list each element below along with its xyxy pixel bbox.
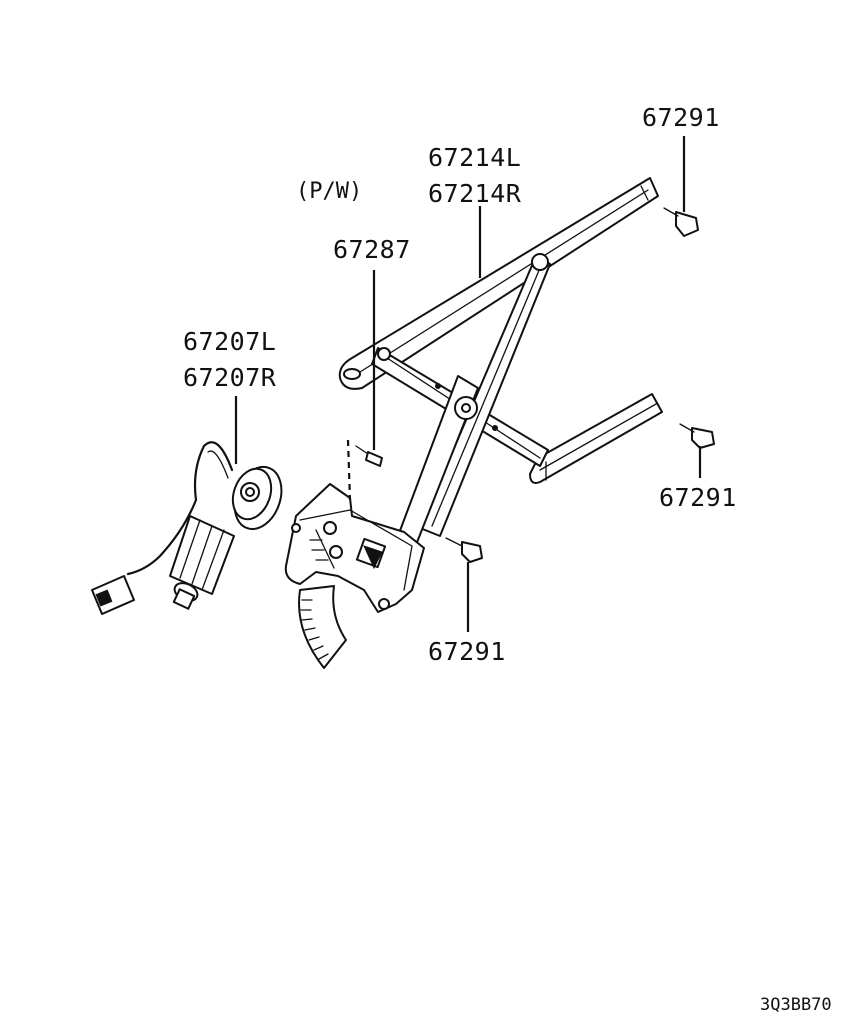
drawing-code: 3Q3BB70 xyxy=(760,995,832,1015)
callout-rail-right: 67214R xyxy=(428,179,522,208)
callout-screw: 67287 xyxy=(333,235,411,264)
callout-bolt-mid-right: 67291 xyxy=(659,483,737,512)
lower-rail xyxy=(529,393,663,484)
leader-lines xyxy=(234,136,702,632)
callout-bolt-bottom: 67291 xyxy=(428,637,506,666)
variant-note: (P/W) xyxy=(296,179,362,204)
bolt-mid-right xyxy=(679,423,715,449)
upper-rail xyxy=(338,177,659,390)
callout-bolt-top-right: 67291 xyxy=(642,103,720,132)
callout-rail-left: 67214L xyxy=(428,143,521,172)
callout-motor-right: 67207R xyxy=(183,363,277,392)
motor xyxy=(91,441,283,615)
base-plate xyxy=(284,483,425,669)
callout-motor-left: 67207L xyxy=(183,327,276,356)
bolt-top-right xyxy=(663,207,699,237)
bolt-bottom xyxy=(445,537,483,563)
screw xyxy=(346,439,383,501)
scissor-arms xyxy=(371,253,551,561)
